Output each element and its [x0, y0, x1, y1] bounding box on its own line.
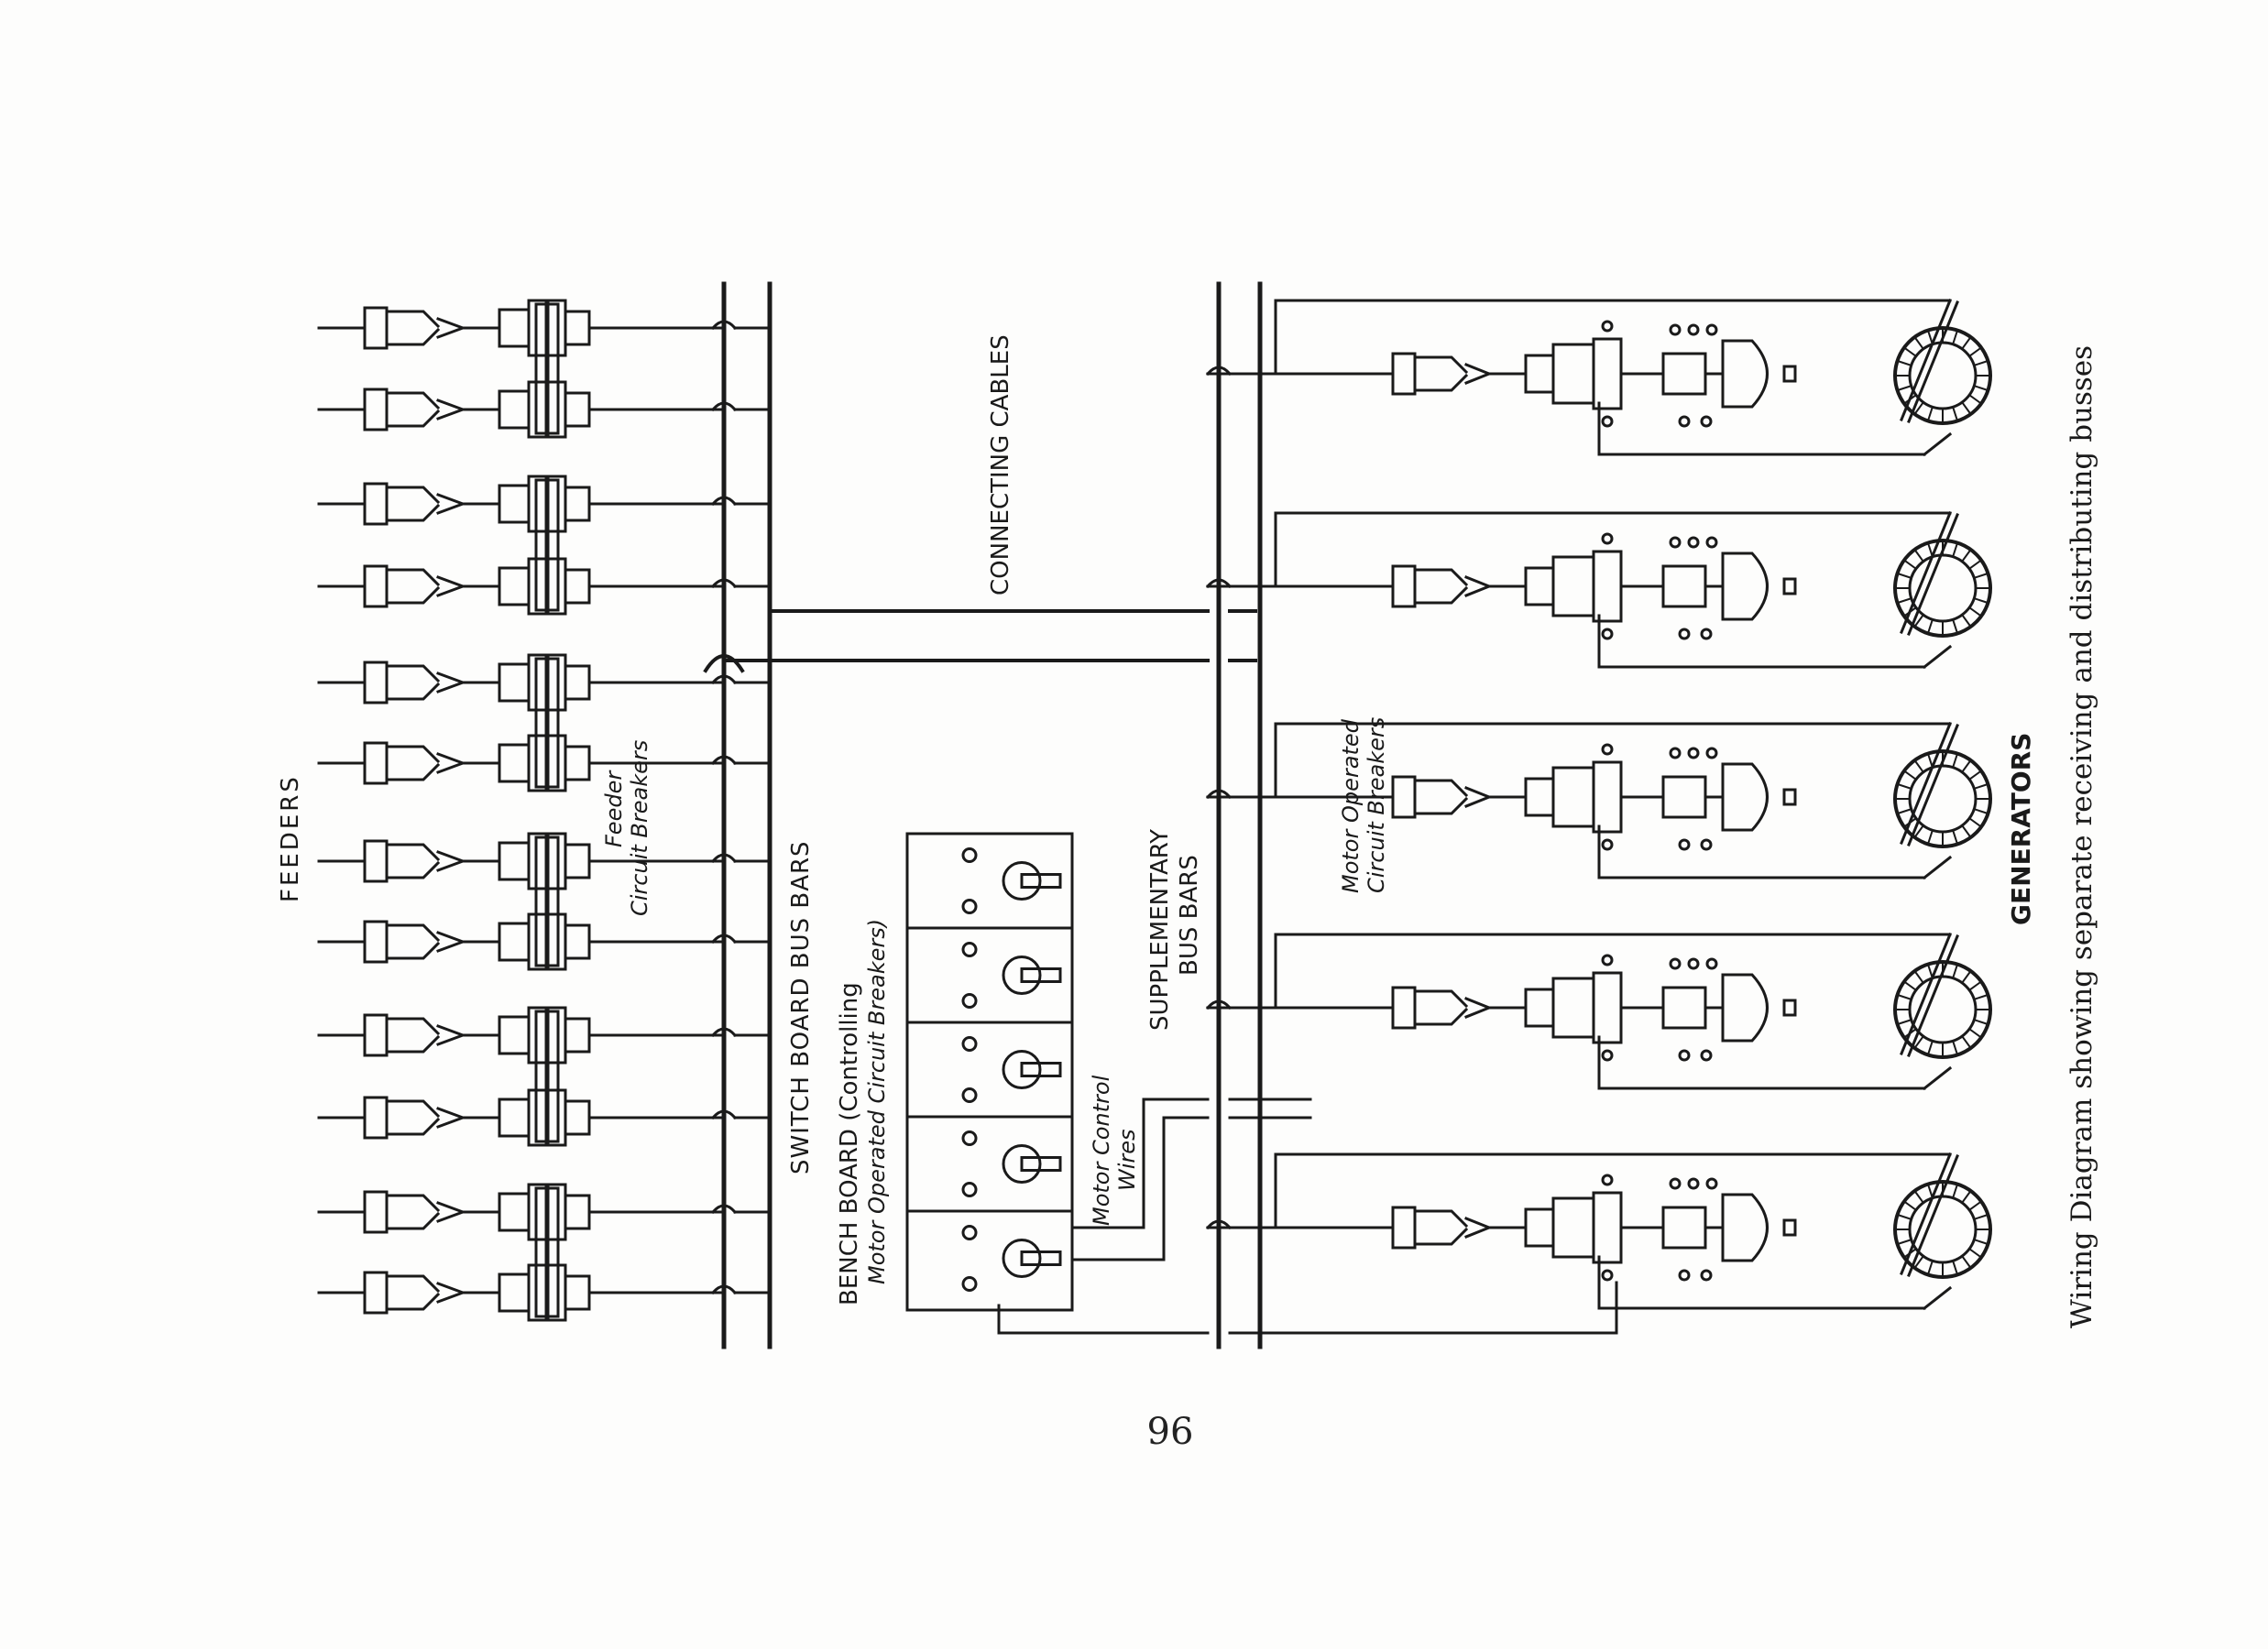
generators-group	[1205, 299, 1992, 1311]
feeder-breakers-label-line1: Feeder	[601, 770, 627, 847]
bench-board-panel	[905, 926, 1074, 1009]
feeder-circuit	[317, 1088, 772, 1147]
generator-circuit	[1205, 933, 1992, 1091]
bench-board-label-line1: BENCH BOARD (Controlling	[836, 982, 863, 1305]
bench-board-panel	[905, 1115, 1074, 1197]
feeder-circuit	[317, 1263, 772, 1322]
motor-control-wires	[997, 1098, 1618, 1335]
feeder-circuit	[317, 1183, 772, 1241]
feeder-circuit	[317, 832, 772, 890]
connecting-cables	[703, 609, 1257, 673]
bench-board-panel	[905, 1021, 1074, 1103]
supplementary-bus-bars-label-line1: SUPPLEMENTARY	[1146, 829, 1174, 1031]
feeder-circuit	[317, 1006, 772, 1065]
generator-circuit	[1205, 511, 1992, 670]
feeder-breaker-pair-link	[534, 1185, 560, 1319]
feeder-breaker-pair-link	[534, 301, 560, 436]
feeder-circuit	[317, 557, 772, 616]
figure-caption: Wiring Diagram showing separate receivin…	[2065, 345, 2098, 1328]
feeder-breaker-pair-link	[534, 477, 560, 613]
bench-board-label-line2: Motor Operated Circuit Breakers)	[864, 919, 890, 1284]
generator-circuit	[1205, 1152, 1992, 1311]
generator-circuit	[1205, 299, 1992, 457]
switch-board-bus-bars-label: SWITCH BOARD BUS BARS	[787, 840, 815, 1174]
feeder-circuit	[317, 475, 772, 533]
supplementary-bus-bars	[1216, 281, 1263, 1349]
switch-board-bus-bars	[721, 281, 772, 1349]
bench-board	[905, 832, 1074, 1312]
feeders-label: FEEDERS	[277, 774, 304, 902]
motor-breakers-label-line1: Motor Operated	[1338, 718, 1364, 893]
feeder-breaker-pair-link	[534, 1009, 560, 1144]
bench-board-panel	[905, 1209, 1074, 1292]
feeder-breaker-pair-link	[534, 835, 560, 968]
motor-control-wires-label-line1: Motor Control	[1089, 1075, 1114, 1226]
generators-label: GENERATORS	[2006, 733, 2036, 925]
page-number: 96	[1146, 1411, 1194, 1453]
feeder-breakers-label-line2: Circuit Breakers	[627, 740, 652, 916]
feeder-breaker-pair-link	[534, 656, 560, 790]
motor-control-wires-label-line2: Wires	[1114, 1129, 1140, 1191]
feeder-circuit	[317, 734, 772, 792]
feeder-circuit	[317, 653, 772, 712]
feeder-circuit	[317, 912, 772, 971]
feeder-circuit	[317, 380, 772, 439]
generator-circuit	[1205, 722, 1992, 880]
connecting-cables-label: CONNECTING CABLES	[987, 334, 1014, 595]
feeder-circuit	[317, 299, 772, 357]
motor-breakers-label-line2: Circuit Breakers	[1364, 717, 1389, 893]
bench-board-panel	[961, 847, 1062, 914]
feeders-group	[317, 299, 772, 1322]
supplementary-bus-bars-label-line2: BUS BARS	[1176, 855, 1203, 976]
